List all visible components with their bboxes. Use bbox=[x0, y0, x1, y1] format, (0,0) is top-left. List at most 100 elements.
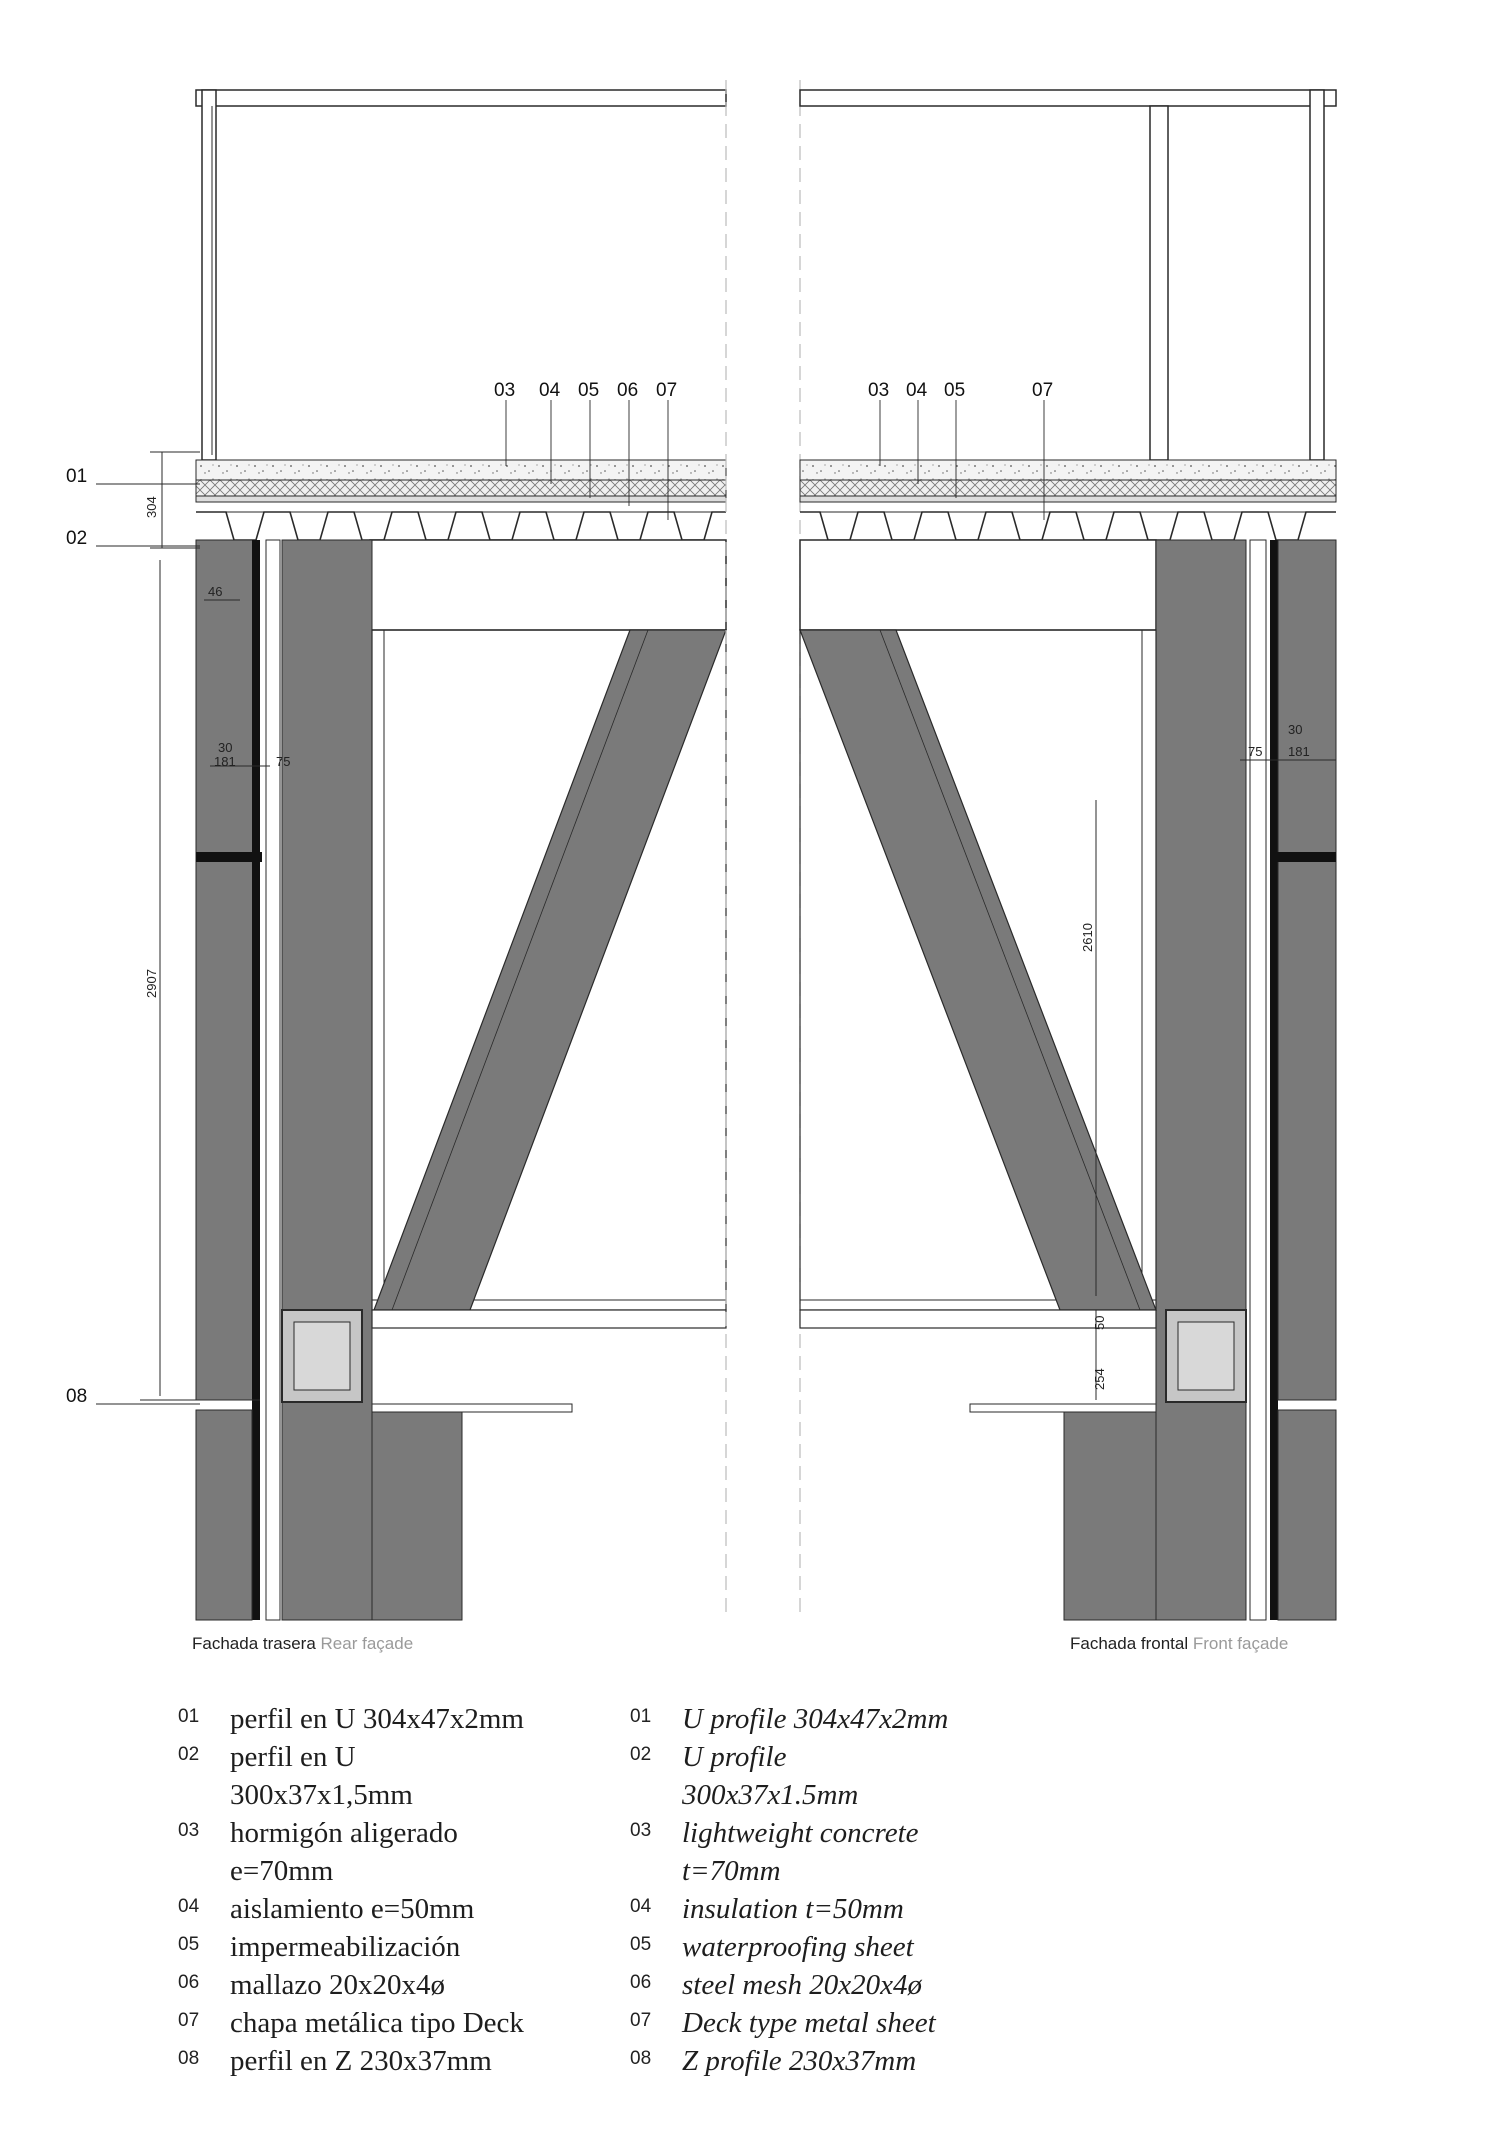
upper-frame-top-beam-right bbox=[799, 89, 1337, 107]
caption-front-es: Fachada frontal bbox=[1070, 1634, 1189, 1653]
sill-plate-left bbox=[371, 1403, 573, 1413]
front-facade-section bbox=[799, 89, 1337, 1621]
z-profile-rear bbox=[196, 852, 262, 862]
dim-304: 304 bbox=[144, 496, 159, 518]
callout-05-left: 05 bbox=[578, 380, 599, 401]
legend-text: Z profile 230x37mm bbox=[682, 2045, 917, 2077]
legend-num: 06 bbox=[630, 1972, 652, 1993]
legend-text: hormigón aligerado bbox=[230, 1817, 458, 1849]
dim-2907: 2907 bbox=[144, 969, 159, 998]
main-beam-left bbox=[369, 539, 727, 631]
legend-num: 04 bbox=[178, 1896, 200, 1917]
deck-metal-sheet bbox=[196, 511, 726, 541]
dim-75-right: 75 bbox=[1248, 744, 1262, 759]
waterproofing-layer bbox=[195, 495, 727, 503]
legend-num: 05 bbox=[630, 1934, 652, 1955]
legend-text: insulation t=50mm bbox=[682, 1893, 904, 1925]
legend-text: chapa metálica tipo Deck bbox=[230, 2007, 524, 2039]
dim-46: 46 bbox=[208, 584, 222, 599]
legend-num: 03 bbox=[630, 1820, 652, 1841]
dim-181-right: 181 bbox=[1288, 744, 1310, 759]
lower-panel-right bbox=[1063, 1411, 1157, 1621]
rear-facade-inner-layer bbox=[265, 539, 281, 1621]
insulation-layer bbox=[195, 479, 727, 497]
legend-text: steel mesh 20x20x4ø bbox=[682, 1969, 922, 2001]
lower-panel-left bbox=[371, 1411, 463, 1621]
legend-text: mallazo 20x20x4ø bbox=[230, 1969, 446, 2001]
floor-beam-left bbox=[371, 1309, 727, 1329]
legend-num: 08 bbox=[630, 2048, 652, 2069]
legend-text: 300x37x1,5mm bbox=[230, 1779, 413, 1811]
caption-rear-es: Fachada trasera bbox=[192, 1634, 316, 1653]
legend-num: 08 bbox=[178, 2048, 200, 2069]
rear-facade-section bbox=[140, 89, 727, 1621]
legend-text: U profile 304x47x2mm bbox=[682, 1703, 949, 1735]
legend-num: 07 bbox=[630, 2010, 652, 2031]
upper-frame-right-post bbox=[1309, 89, 1325, 461]
legend-num: 07 bbox=[178, 2010, 200, 2031]
sill-plate-right bbox=[969, 1403, 1157, 1413]
caption-rear-facade: Fachada trasera Rear façade bbox=[192, 1634, 413, 1654]
legend-text: Deck type metal sheet bbox=[682, 2007, 936, 2039]
front-facade-black-membrane bbox=[1270, 540, 1278, 1620]
legend-num: 06 bbox=[178, 1972, 200, 1993]
upper-frame-left-post bbox=[201, 89, 217, 461]
deck-metal-sheet-right bbox=[800, 511, 1336, 541]
legend-text: U profile bbox=[682, 1741, 787, 1773]
front-facade-cladding-lower bbox=[1277, 1409, 1337, 1621]
dim-181-left: 181 bbox=[214, 754, 236, 769]
dim-254: 254 bbox=[1092, 1368, 1107, 1390]
dim-30-right: 30 bbox=[1288, 722, 1302, 737]
callout-leaders bbox=[96, 400, 1045, 1405]
front-column bbox=[1155, 539, 1247, 1621]
callout-04-right: 04 bbox=[906, 380, 928, 401]
legend-num: 03 bbox=[178, 1820, 200, 1841]
legend-text: perfil en Z 230x37mm bbox=[230, 2045, 492, 2077]
caption-front-facade: Fachada frontal Front façade bbox=[1070, 1634, 1288, 1654]
rear-facade-cladding-lower bbox=[195, 1409, 253, 1621]
rear-facade-panel bbox=[195, 539, 257, 1401]
lightweight-concrete-layer bbox=[195, 459, 727, 481]
callout-07-right: 07 bbox=[1032, 380, 1053, 401]
legend-text: e=70mm bbox=[230, 1855, 334, 1887]
legend-text: 300x37x1.5mm bbox=[682, 1779, 859, 1811]
legend-num: 05 bbox=[178, 1934, 200, 1955]
main-beam-right bbox=[799, 539, 1157, 631]
legend-text: perfil en U 304x47x2mm bbox=[230, 1703, 524, 1735]
legend-num: 02 bbox=[178, 1744, 200, 1765]
callout-08: 08 bbox=[66, 1386, 87, 1407]
callout-07-left: 07 bbox=[656, 380, 677, 401]
front-facade-panel bbox=[1277, 539, 1337, 1401]
legend-text: aislamiento e=50mm bbox=[230, 1893, 475, 1925]
upper-frame-mid-post bbox=[1149, 105, 1169, 461]
rear-facade-black-membrane bbox=[252, 540, 260, 1620]
legend-text: perfil en U bbox=[230, 1741, 356, 1773]
floor-beam-right bbox=[799, 1309, 1157, 1329]
legend-num: 04 bbox=[630, 1896, 652, 1917]
callout-03-left: 03 bbox=[494, 380, 515, 401]
waterproofing-layer-right bbox=[799, 495, 1337, 503]
dim-75-left: 75 bbox=[276, 754, 290, 769]
upper-frame-top-beam bbox=[195, 89, 727, 107]
callout-04-left: 04 bbox=[539, 380, 561, 401]
dim-2610: 2610 bbox=[1080, 923, 1095, 952]
legend-num: 02 bbox=[630, 1744, 652, 1765]
callout-01: 01 bbox=[66, 466, 87, 487]
rear-column bbox=[281, 539, 373, 1621]
legend-english: 01 U profile 304x47x2mm 02 U profile 300x3… bbox=[630, 1700, 1050, 2080]
legend-text: t=70mm bbox=[682, 1855, 781, 1887]
callout-03-right: 03 bbox=[868, 380, 889, 401]
caption-rear-en: Rear façade bbox=[320, 1634, 414, 1653]
diagonal-brace-right bbox=[799, 629, 1157, 1311]
legend-num: 01 bbox=[630, 1706, 652, 1727]
legend-num: 01 bbox=[178, 1706, 200, 1727]
dim-50: 50 bbox=[1092, 1316, 1107, 1330]
callout-06-left: 06 bbox=[617, 380, 638, 401]
callout-02: 02 bbox=[66, 528, 87, 549]
callout-05-right: 05 bbox=[944, 380, 965, 401]
caption-front-en: Front façade bbox=[1192, 1634, 1289, 1653]
diagonal-brace-left bbox=[373, 629, 727, 1311]
legend-text: impermeabilización bbox=[230, 1931, 461, 1963]
dim-30-left: 30 bbox=[218, 740, 232, 755]
